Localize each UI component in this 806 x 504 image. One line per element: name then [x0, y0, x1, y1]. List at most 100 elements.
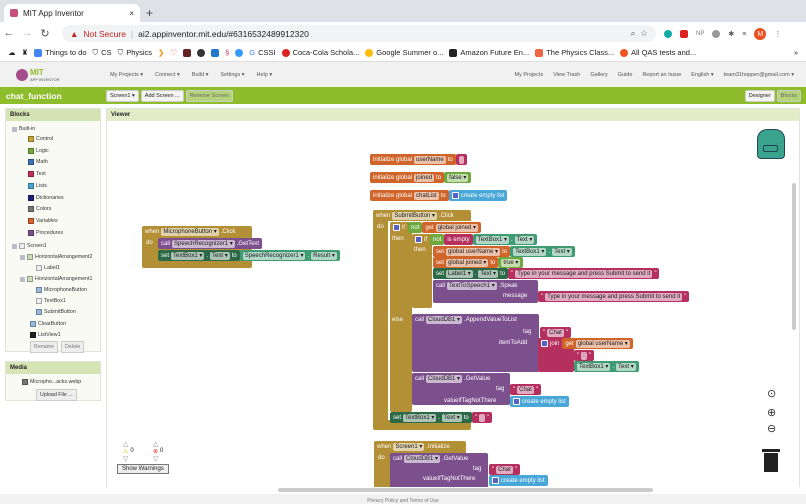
next-warning-arrow[interactable]: ▽ [123, 456, 129, 463]
language-menu[interactable]: English ▾ [691, 71, 714, 78]
link-view-trash[interactable]: View Trash [553, 71, 581, 78]
bookmark[interactable]: The Physics Class... [535, 48, 614, 57]
menu-icon[interactable]: ⋮ [774, 31, 782, 38]
chat-string-block[interactable]: "Chat" [510, 384, 541, 395]
builtin-variables[interactable]: Variables [28, 217, 58, 224]
zoom-in-icon[interactable]: ⊕ [767, 407, 777, 419]
builtin-procedures[interactable]: Procedures [28, 229, 63, 236]
browser-tab[interactable]: MIT App Inventor× [4, 4, 140, 22]
menu-connect[interactable]: Connect ▾ [155, 71, 180, 78]
bookmark[interactable]: ⛉Physics [117, 47, 153, 58]
bookmark-icon[interactable]: § [225, 48, 230, 57]
string-block[interactable]: "Type in your message and press Submit t… [538, 291, 690, 302]
bookmark[interactable]: Things to do [34, 48, 87, 57]
tree-component[interactable]: HorizontalArrangement2 [20, 254, 92, 260]
link-guide[interactable]: Guide [617, 71, 633, 78]
bookmark[interactable]: Google Summer o... [365, 48, 443, 57]
trash-icon[interactable] [762, 449, 780, 452]
privacy-link[interactable]: Privacy Policy and Terms of Use [0, 494, 806, 504]
puzzle-icon[interactable]: ✱ [728, 31, 735, 38]
add-screen-button[interactable]: Add Screen ... [140, 89, 184, 102]
false-block[interactable]: false ▾ [444, 172, 472, 183]
menu-help[interactable]: Help ▾ [256, 71, 273, 78]
extension-icon[interactable] [680, 30, 688, 38]
media-file[interactable]: Micropho...acks.webp [22, 379, 81, 385]
bookmark-icon[interactable] [183, 48, 192, 57]
if-block[interactable]: if [390, 222, 408, 233]
back-icon[interactable]: ← [3, 27, 15, 39]
horizontal-scrollbar[interactable] [278, 488, 653, 492]
blocks-button[interactable]: Blocks [776, 89, 801, 102]
remove-screen-button[interactable]: Remove Screen [185, 89, 234, 102]
tree-component[interactable]: ListView1 [30, 332, 61, 338]
upload-file-button[interactable]: Upload File ... [36, 389, 77, 401]
menu-build[interactable]: Build ▾ [191, 71, 209, 78]
not-block[interactable]: not [408, 222, 423, 233]
zoom-icon[interactable]: ⌕ [630, 28, 636, 38]
if-else-block[interactable] [390, 222, 412, 412]
bookmark-icon[interactable] [235, 48, 244, 57]
textbox1-text-getter[interactable]: TextBox1 ▾.Text ▾ [472, 234, 538, 245]
bookmark-icon[interactable]: ♜ [21, 48, 29, 57]
reload-icon[interactable]: ↻ [40, 27, 50, 40]
empty-string-block[interactable] [455, 154, 468, 165]
show-warnings-button[interactable]: Show Warnings [117, 464, 169, 474]
bookmark[interactable]: Amazon Future En... [449, 48, 529, 57]
empty-string-block[interactable]: " " [471, 412, 492, 423]
menu-settings[interactable]: Settings ▾ [220, 71, 245, 78]
profile-avatar[interactable]: M [754, 28, 767, 40]
true-block[interactable]: true ▾ [498, 257, 524, 268]
url-bar[interactable]: ▲Not Secure|ai2.appinventor.mit.edu/#631… [62, 25, 656, 42]
backpack-icon[interactable] [757, 129, 785, 159]
zoom-out-icon[interactable]: ⊖ [767, 423, 777, 435]
bookmark-icon[interactable]: ♡ [170, 48, 178, 57]
reading-list-icon[interactable]: ≡ [742, 30, 747, 38]
chat-string-block[interactable]: "Chat" [540, 327, 571, 338]
tree-component[interactable]: MicrophoneButton [36, 287, 87, 293]
textbox1-text-getter[interactable]: TextBox1 ▾.Text ▾ [510, 246, 575, 257]
builtin-control[interactable]: Control [28, 136, 53, 142]
more-bookmarks[interactable]: » [793, 48, 798, 57]
forward-icon[interactable]: → [21, 27, 33, 39]
tree-component[interactable]: TextBox1 [36, 298, 66, 304]
not-secure-label[interactable]: Not Secure [83, 28, 126, 39]
tree-builtin[interactable]: Built-in [12, 126, 35, 132]
recenter-icon[interactable]: ⊙ [767, 388, 777, 400]
link-report-issue[interactable]: Report an Issue [642, 71, 682, 78]
screen-select[interactable]: Screen1 ▾ [106, 89, 139, 102]
account-menu[interactable]: team31hopper@gmail.com ▾ [723, 71, 794, 78]
prev-warning-arrow[interactable]: △ [123, 441, 129, 448]
join-header[interactable]: join [538, 338, 563, 349]
tree-component[interactable]: HorizontalArrangement1 [20, 276, 92, 282]
chat-string-block[interactable]: "Chat" [489, 464, 520, 475]
bookmark-icon[interactable] [197, 48, 206, 57]
vertical-scrollbar[interactable] [792, 183, 796, 330]
tree-component[interactable]: Label1 [36, 265, 60, 271]
string-block[interactable]: "Type in your message and press Submit t… [508, 268, 660, 279]
bookmark[interactable]: Coca-Cola Schola... [281, 48, 359, 57]
new-tab-button[interactable]: + [146, 6, 154, 20]
builtin-dictionaries[interactable]: Dictionaries [28, 194, 64, 201]
delete-button[interactable]: Delete [61, 341, 85, 353]
if-block[interactable]: if [412, 234, 430, 245]
create-empty-list-block[interactable]: create empty list [510, 396, 569, 407]
link-gallery[interactable]: Gallery [590, 71, 608, 78]
